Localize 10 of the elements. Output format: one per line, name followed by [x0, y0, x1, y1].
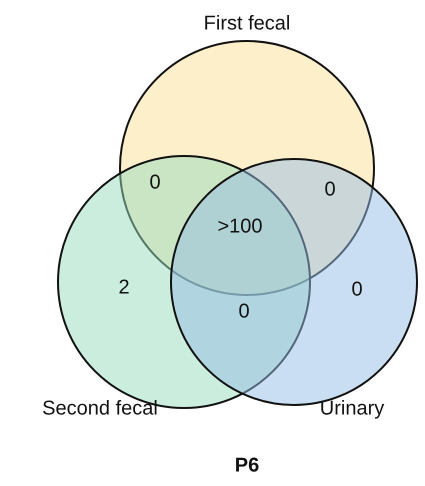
caption: P6	[234, 454, 260, 478]
set-label: First fecal	[204, 12, 290, 36]
count-label: 0	[238, 300, 250, 324]
count-label: 0	[149, 172, 161, 194]
count-label: >100	[217, 216, 263, 238]
set-label: Second fecal	[42, 398, 158, 420]
count-label: 0	[324, 178, 336, 202]
set-label: Urinary	[320, 398, 384, 420]
count-label: 2	[118, 276, 130, 300]
count-label: 0	[351, 278, 363, 302]
